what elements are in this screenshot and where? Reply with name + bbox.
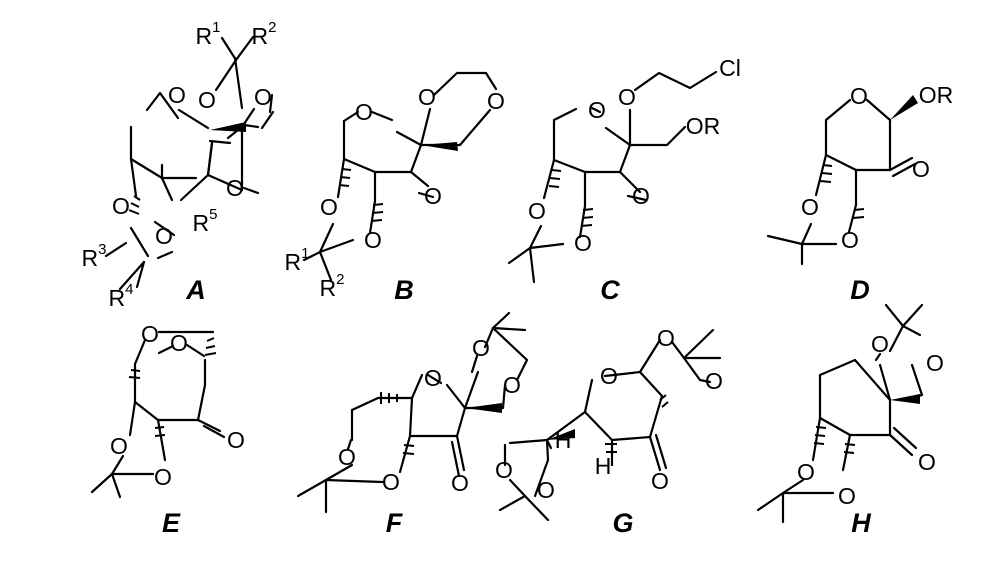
g-o-left-top: O [495,457,513,483]
e-o-bridge: O [141,321,159,347]
compound-a: O O O O O O R1 R2 R3 R4 R5 A [82,19,277,312]
compound-h: O O O O O H [756,303,944,538]
a-r2: R2 [252,19,277,50]
c-o-ring: O [588,97,606,123]
d-label: D [850,275,870,305]
a-r5: R5 [193,206,218,237]
e-o-acetal-bottom: O [154,464,172,490]
a-o-acetal-bottom: O [155,223,173,249]
b-label: B [394,275,414,305]
g-o-acetal-top: O [657,325,675,351]
a-o-keto: O [226,175,244,201]
compound-g: O O O O O O H H G [495,325,723,538]
d-or: OR [919,82,954,108]
f-o-acetal-bottom: O [382,469,400,495]
b-o-dioxane-right: O [487,88,505,114]
d-o-acetal-top: O [801,194,819,220]
c-o-acetal-bottom: O [574,230,592,256]
a-o-ring: O [168,82,186,108]
g-label: G [612,508,633,538]
c-or: OR [686,113,721,139]
b-o-acetal-top: O [320,194,338,220]
a-r3: R3 [82,241,107,272]
g-o-left-bottom: O [537,477,555,503]
g-h-top: H [555,427,572,453]
a-label: A [185,275,206,305]
b-r2: R2 [320,271,345,302]
g-o-ring: O [600,363,618,389]
g-h-bottom: H [595,453,612,479]
f-o-acetal-top: O [338,444,356,470]
h-o-keto: O [918,449,936,475]
compound-f: O O O O O O F [296,311,529,538]
c-label: C [600,275,620,305]
d-o-keto: O [912,156,930,182]
h-o-acetal-bottom: O [838,483,856,509]
a-o-top-left: O [198,87,216,113]
f-o-spiro-top: O [472,335,490,361]
b-o-dioxane-top: O [418,84,436,110]
c-o-ether: O [618,84,636,110]
compound-d: O O O O OR D [766,82,954,305]
compound-c: O O Cl O O O OR C [507,55,741,305]
d-o-acetal-bottom: O [841,227,859,253]
e-o-keto: O [227,427,245,453]
e-o-ring: O [170,330,188,356]
b-r1: R1 [285,245,310,276]
h-o-spiro-right: O [926,350,944,376]
b-o-ring: O [355,99,373,125]
g-o-keto: O [651,468,669,494]
f-o-ring: O [424,365,442,391]
f-o-keto: O [451,470,469,496]
a-r4: R4 [109,281,134,312]
compound-e: O O O O O E [90,321,245,538]
g-o-acetal-right: O [705,368,723,394]
h-o-acetal-top: O [797,459,815,485]
a-o-acetal-top: O [112,193,130,219]
a-r1: R1 [196,19,221,50]
e-label: E [162,508,181,538]
compound-b: O O O O O O R1 R2 B [285,71,505,305]
c-o-acetal-top: O [528,198,546,224]
f-o-spiro-right: O [503,372,521,398]
b-o-keto: O [424,183,442,209]
b-o-acetal-bottom: O [364,227,382,253]
d-o-ring: O [850,83,868,109]
h-o-spiro-top: O [871,331,889,357]
e-o-acetal-top: O [110,433,128,459]
c-cl: Cl [719,55,741,81]
h-label: H [851,508,871,538]
a-o-top-right: O [254,84,272,110]
c-o-keto: O [632,183,650,209]
f-label: F [386,508,404,538]
